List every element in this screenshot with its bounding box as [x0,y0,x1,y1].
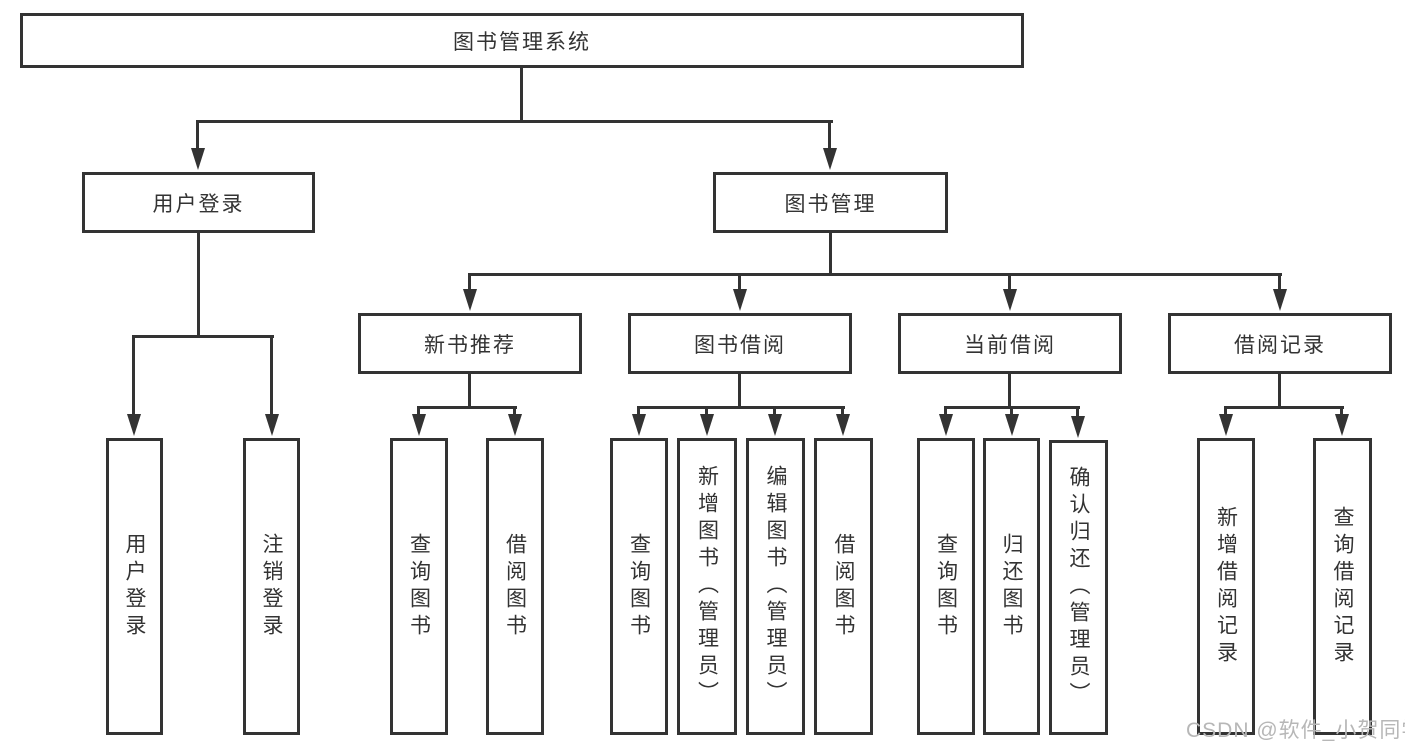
connector-rail [468,273,1282,276]
arrow-down-icon [463,289,477,311]
node-new-book-recommendation: 新书推荐 [358,313,582,374]
node-borrow-books-recommend: 借阅图书 [486,438,544,735]
arrow-down-icon [412,414,426,436]
node-current-borrowing-label: 当前借阅 [964,333,1056,357]
connector-arrow-line [637,406,640,416]
arrow-down-icon [939,414,953,436]
arrow-down-icon [733,289,747,311]
node-return-books-label: 归还图书 [1000,532,1023,641]
node-borrowing-records-label: 借阅记录 [1234,333,1326,357]
connector-rail [1224,406,1344,409]
node-confirm-return-admin-label: 确认归还（管理员） [1067,466,1090,709]
connector-rail [196,120,833,123]
node-add-books-admin: 新增图书（管理员） [677,438,737,735]
node-add-borrow-record: 新增借阅记录 [1197,438,1255,735]
connector-arrow-line [1076,406,1079,418]
arrow-down-icon [191,148,205,170]
node-add-books-admin-label: 新增图书（管理员） [695,465,719,708]
node-borrow-books-recommend-label: 借阅图书 [503,532,527,641]
node-logout-action-label: 注销登录 [260,532,283,641]
connector-arrow-line [738,273,741,291]
node-query-books-current: 查询图书 [917,438,975,735]
arrow-down-icon [700,414,714,436]
connector-arrow-line [270,335,273,416]
node-confirm-return-admin: 确认归还（管理员） [1049,440,1108,735]
node-query-books-recommend: 查询图书 [390,438,448,735]
connector-stem [1278,374,1281,409]
connector-arrow-line [417,406,420,416]
node-borrowing-records: 借阅记录 [1168,313,1392,374]
connector-stem [520,68,523,123]
connector-arrow-line [513,406,516,416]
node-query-books-recommend-label: 查询图书 [407,532,431,641]
connector-arrow-line [1340,406,1343,416]
arrow-down-icon [127,414,141,436]
connector-arrow-line [828,120,831,150]
arrow-down-icon [632,414,646,436]
node-query-books-current-label: 查询图书 [934,532,958,641]
node-query-borrow-record-label: 查询借阅记录 [1331,505,1354,668]
node-book-management: 图书管理 [713,172,948,233]
node-user-login-label: 用户登录 [152,192,245,216]
node-user-login: 用户登录 [82,172,315,233]
connector-arrow-line [1010,406,1013,416]
connector-arrow-line [1278,273,1281,291]
arrow-down-icon [508,414,522,436]
node-borrow-books-borrowing: 借阅图书 [814,438,873,735]
connector-arrow-line [196,120,199,150]
node-return-books: 归还图书 [983,438,1040,735]
node-edit-books-admin: 编辑图书（管理员） [746,438,805,735]
node-query-books-borrowing-label: 查询图书 [627,532,651,641]
node-book-borrowing: 图书借阅 [628,313,852,374]
node-add-borrow-record-label: 新增借阅记录 [1214,505,1238,668]
connector-stem [1008,374,1011,409]
node-current-borrowing: 当前借阅 [898,313,1122,374]
node-book-management-label: 图书管理 [784,192,877,216]
connector-arrow-line [705,406,708,416]
arrow-down-icon [1219,414,1233,436]
connector-arrow-line [468,273,471,291]
arrow-down-icon [1071,416,1085,438]
connector-arrow-line [132,335,135,416]
arrow-down-icon [1273,289,1287,311]
connector-arrow-line [944,406,947,416]
arrow-down-icon [1335,414,1349,436]
node-root-label: 图书管理系统 [453,30,591,54]
connector-stem [829,233,832,276]
arrow-down-icon [265,414,279,436]
arrow-down-icon [836,414,850,436]
node-book-borrowing-label: 图书借阅 [694,333,786,357]
arrow-down-icon [768,414,782,436]
connector-stem [197,233,200,338]
connector-stem [738,374,741,409]
arrow-down-icon [1005,414,1019,436]
connector-arrow-line [1224,406,1227,416]
connector-rail [637,406,845,409]
connector-arrow-line [773,406,776,416]
node-query-books-borrowing: 查询图书 [610,438,668,735]
node-borrow-books-borrowing-label: 借阅图书 [832,532,855,641]
connector-stem [468,374,471,409]
node-logout-action: 注销登录 [243,438,300,735]
node-root: 图书管理系统 [20,13,1024,68]
connector-rail [417,406,517,409]
node-new-book-recommendation-label: 新书推荐 [424,333,516,357]
arrow-down-icon [1003,289,1017,311]
connector-arrow-line [1008,273,1011,291]
arrow-down-icon [823,148,837,170]
node-user-login-action: 用户登录 [106,438,163,735]
connector-rail [132,335,274,338]
node-edit-books-admin-label: 编辑图书（管理员） [764,465,787,708]
node-query-borrow-record: 查询借阅记录 [1313,438,1372,735]
node-user-login-action-label: 用户登录 [123,532,146,641]
connector-arrow-line [841,406,844,416]
watermark: CSDN @软件_小贺同学 [1186,719,1405,742]
